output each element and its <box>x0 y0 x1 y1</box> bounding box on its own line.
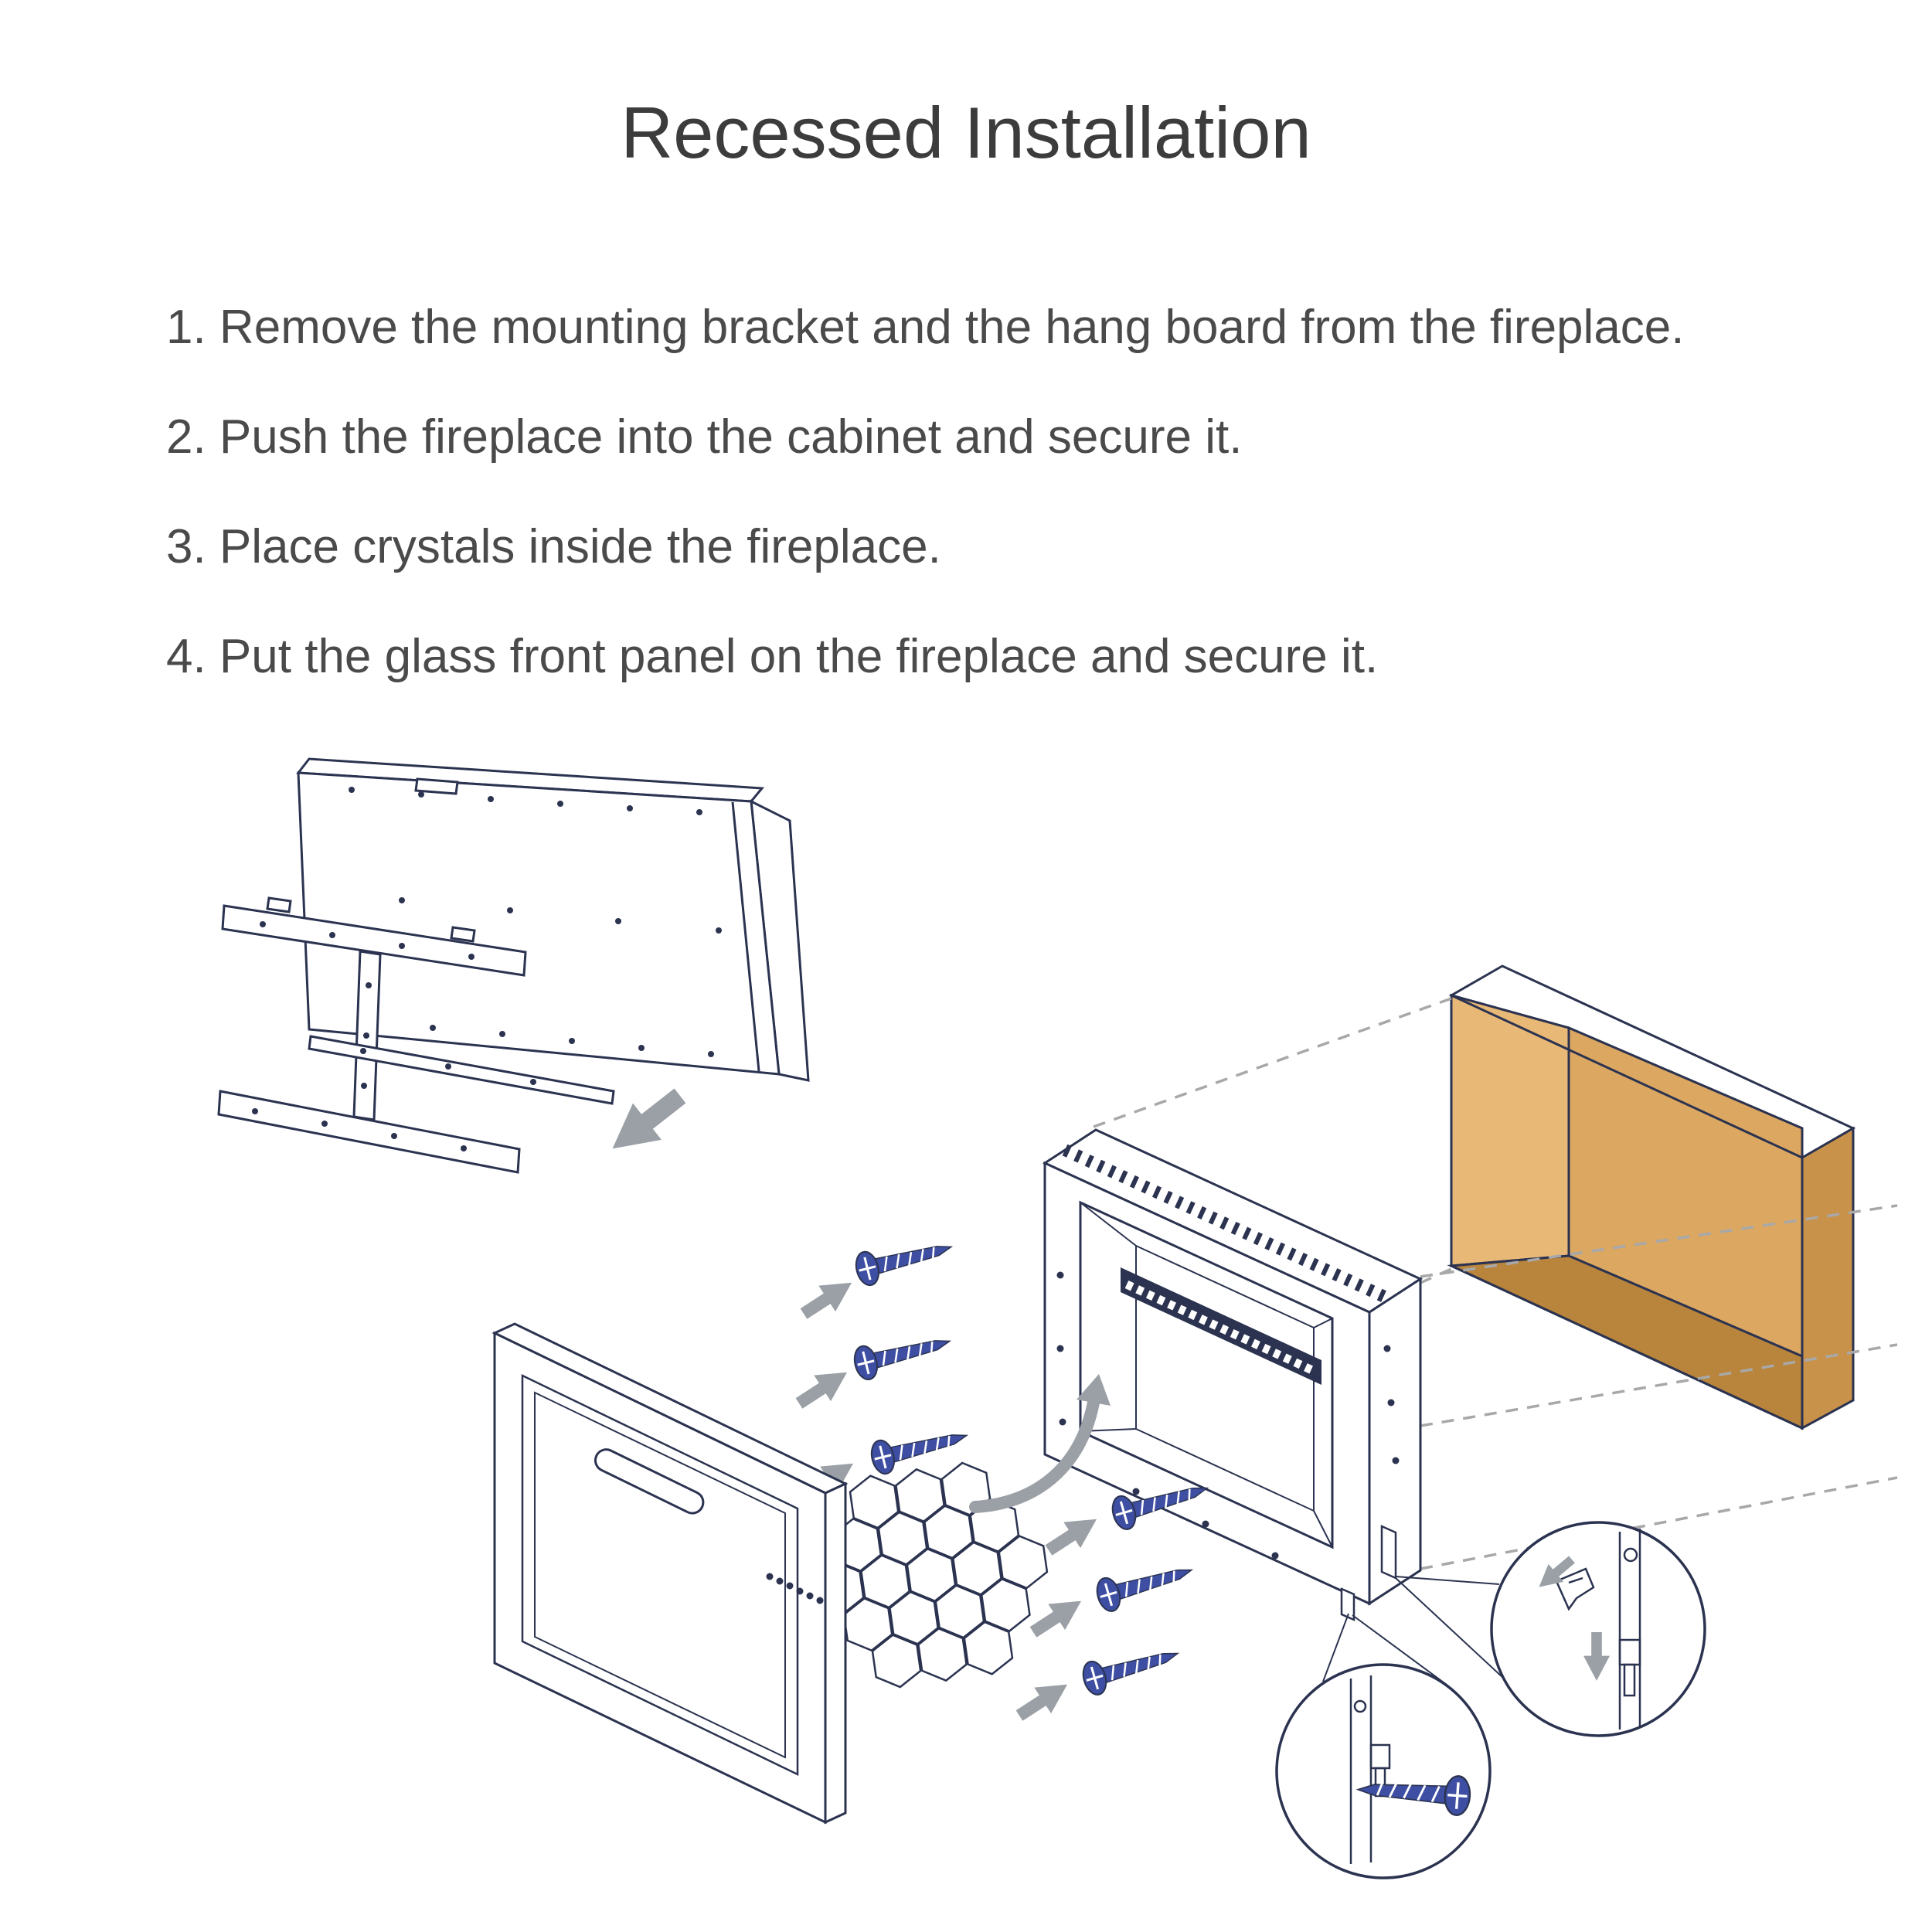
screw-icon <box>1092 1553 1198 1615</box>
top-vent-grille <box>1062 1144 1393 1305</box>
instruction-list: 1. Remove the mounting bracket and the h… <box>166 300 1789 739</box>
screw-icon <box>852 1230 957 1289</box>
side-bracket-slot <box>1380 1525 1397 1580</box>
mounting-bracket <box>217 896 615 1174</box>
hang-board-bottom-bar <box>217 1090 521 1174</box>
cabinet-interior-left-wall <box>1450 994 1570 1267</box>
hang-board-top-bar <box>221 904 527 977</box>
arrow-icon <box>1011 1671 1076 1729</box>
fireplace-back-panel <box>296 757 810 1082</box>
instruction-step-3: 3. Place crystals inside the fireplace. <box>166 520 941 573</box>
panel-right-edge <box>824 1481 847 1825</box>
detail-callout-hang-bracket <box>1490 1521 1706 1737</box>
instruction-step-1: 1. Remove the mounting bracket and the h… <box>166 301 1685 354</box>
cabinet-opening <box>1450 993 1804 1430</box>
instruction-step-4: 4. Put the glass front panel on the fire… <box>166 630 1379 683</box>
screw-icon <box>1078 1636 1184 1699</box>
cabinet-right-outer-face <box>1801 1126 1855 1430</box>
instruction-step-2: 2. Push the fireplace into the cabinet a… <box>166 410 1243 464</box>
insert-curved-arrow-icon <box>969 1374 1111 1513</box>
bracket-middle-rail <box>308 1035 615 1105</box>
panel-inner-bezel <box>521 1374 799 1776</box>
glass-front-panel <box>492 1322 849 1825</box>
arrow-icon <box>795 1269 860 1327</box>
detail-callout-bracket-screw <box>1275 1663 1492 1879</box>
back-panel-screw-dots <box>349 787 722 1057</box>
panel-control-dots <box>766 1573 824 1604</box>
panel-glass-area <box>534 1391 786 1759</box>
arrow-icon <box>791 1359 855 1417</box>
screw-icon <box>850 1324 955 1383</box>
hang-clip <box>1555 1567 1595 1611</box>
bracket-tab-2 <box>450 926 476 943</box>
recessed-cabinet <box>1447 964 1856 1430</box>
bottom-bracket-slot <box>1340 1587 1355 1621</box>
back-panel-sticker <box>414 777 459 795</box>
callout-leader-lines <box>1322 1576 1505 1685</box>
panel-front-face <box>493 1331 827 1825</box>
bracket-tab-1 <box>266 896 292 913</box>
panel-handle <box>594 1448 705 1515</box>
fireplace-insert <box>1042 1128 1423 1621</box>
arrow-icon <box>1025 1587 1090 1645</box>
heater-vent-strip <box>1121 1267 1321 1385</box>
page-title: Recessed Installation <box>621 92 1311 173</box>
back-panel-main-face <box>297 771 781 1076</box>
arrow-icon <box>1040 1505 1105 1563</box>
bracket-screw-dots <box>252 921 536 1151</box>
insert-screw-holes <box>1056 1271 1400 1560</box>
